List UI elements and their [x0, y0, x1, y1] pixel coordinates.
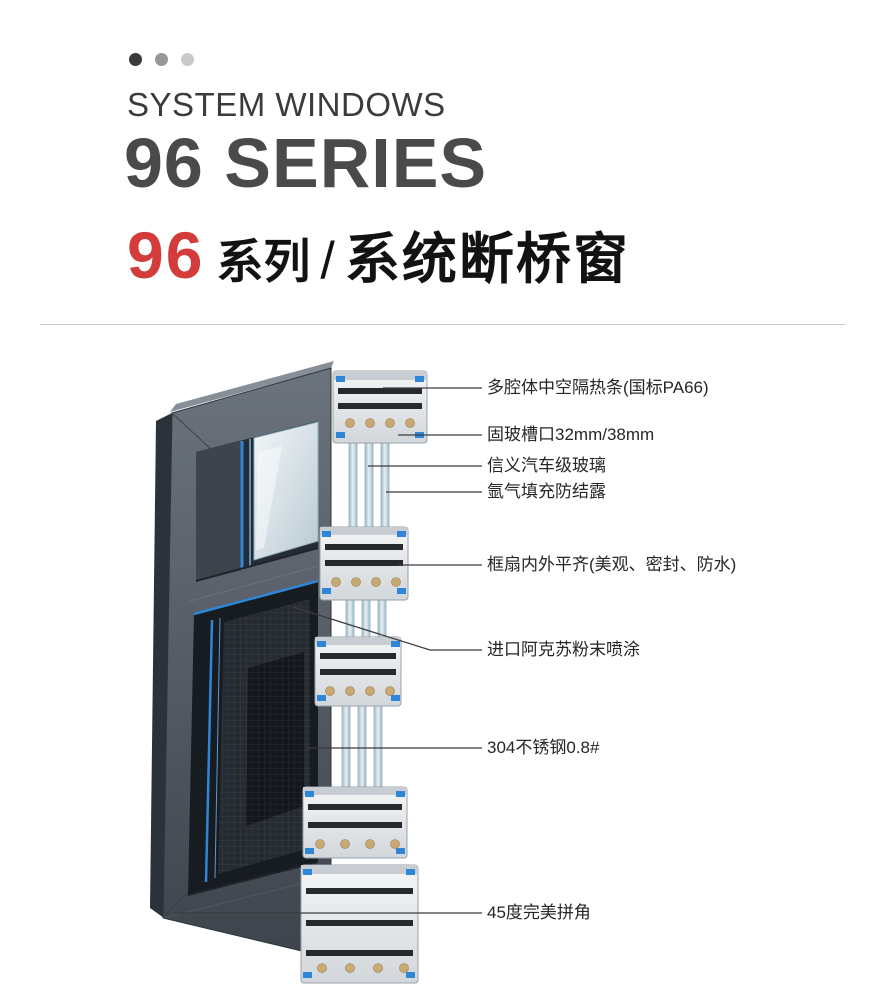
title-cn-name: 系统断桥窗	[344, 228, 630, 290]
profile-section-transom	[319, 526, 409, 601]
dot-icon	[129, 53, 142, 66]
decorative-dots	[129, 53, 194, 66]
divider	[40, 324, 845, 325]
callout-label-stainless-mesh: 304不锈钢0.8#	[487, 738, 600, 757]
title-cn: 96 系列 / 系统断桥窗	[127, 222, 630, 288]
page-title: 96 SERIES	[124, 124, 488, 202]
title-cn-series: 系列	[216, 235, 311, 288]
title-cn-number: 96	[127, 218, 205, 292]
profile-section-sash-top	[314, 636, 402, 707]
callout-label-flush-frame: 框扇内外平齐(美观、密封、防水)	[487, 555, 737, 574]
dot-icon	[155, 53, 168, 66]
callout-label-glazing-groove: 固玻槽口32mm/38mm	[487, 425, 655, 444]
callout-label-powder-coating: 进口阿克苏粉末喷涂	[487, 640, 640, 659]
callout-label-thermal-strip: 多腔体中空隔热条(国标PA66)	[487, 378, 709, 397]
upper-glass-section	[189, 421, 319, 602]
profile-section-sash-bottom	[302, 786, 408, 859]
callout-label-argon-fill: 氩气填充防结露	[487, 482, 606, 501]
callout-lines	[175, 387, 482, 914]
subtitle-en: SYSTEM WINDOWS	[127, 86, 446, 123]
profile-section-top	[332, 370, 428, 444]
callout-label-mitre-joint: 45度完美拼角	[487, 903, 591, 922]
lower-mesh-section	[162, 579, 332, 919]
callout-label-glass: 信义汽车级玻璃	[487, 456, 606, 475]
profile-section-bottom	[300, 864, 419, 984]
dot-icon	[181, 53, 194, 66]
glass-panes	[341, 439, 390, 789]
title-cn-slash: /	[320, 232, 335, 290]
